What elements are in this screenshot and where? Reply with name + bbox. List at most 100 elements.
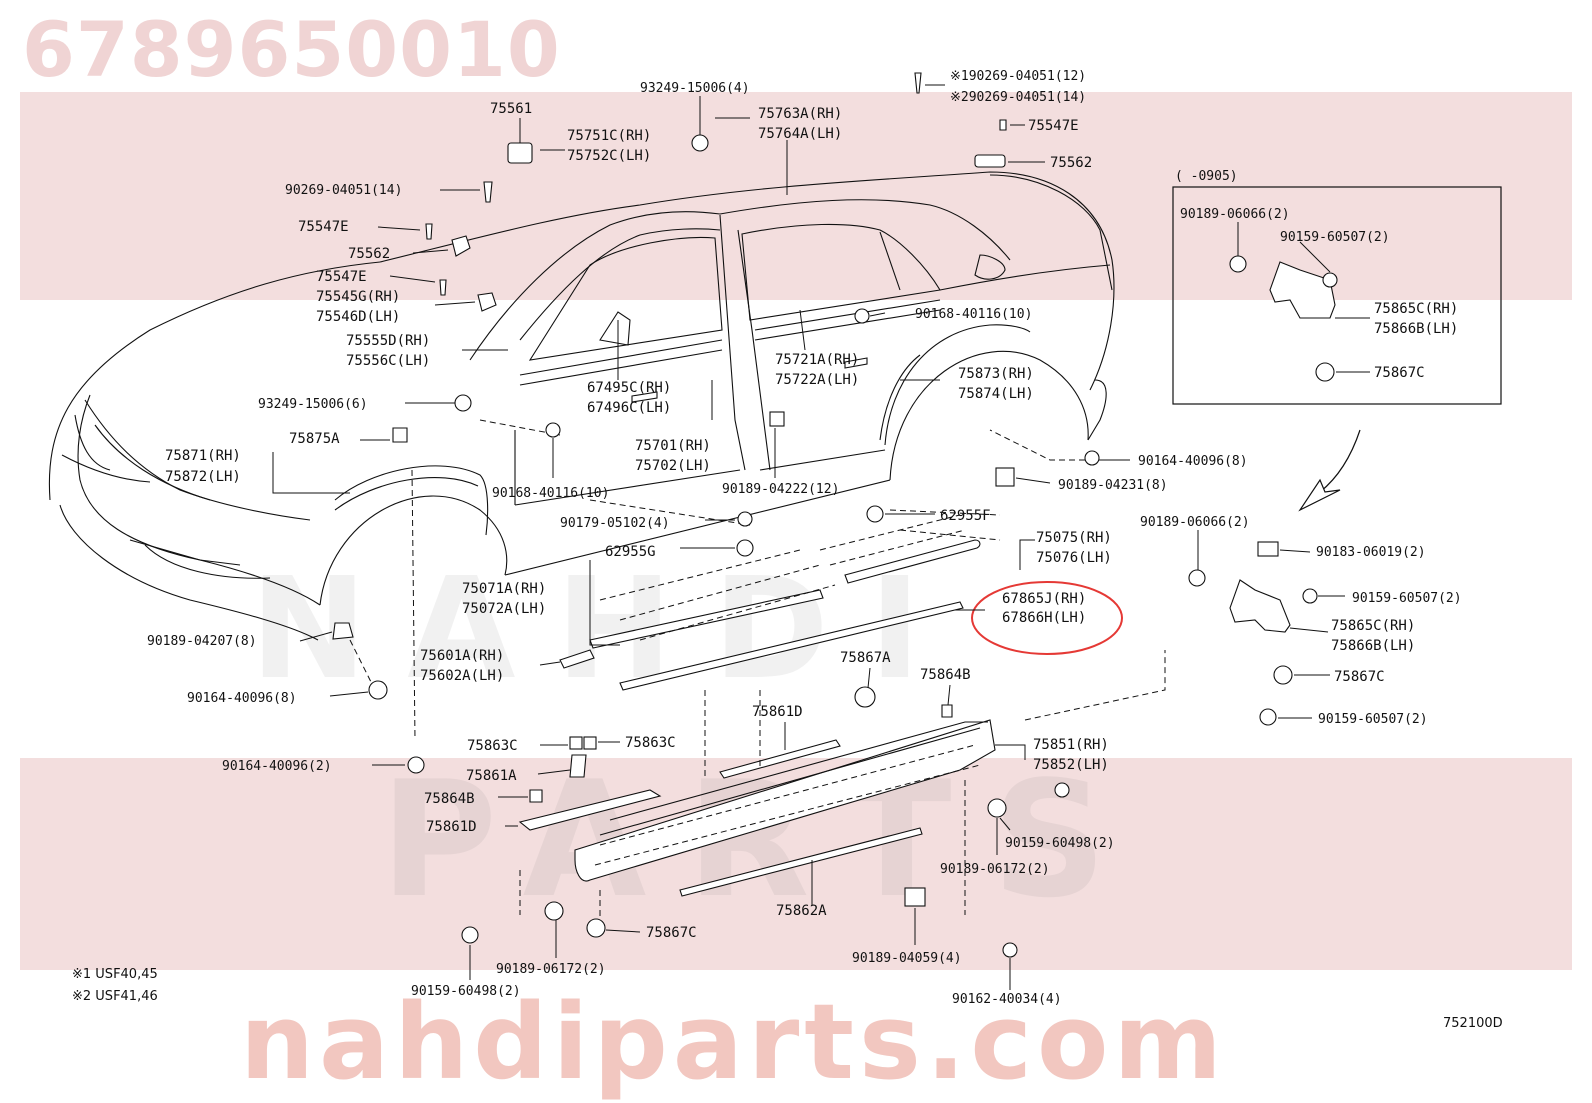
- label-62955f: 62955F: [940, 508, 991, 524]
- watermark-word-parts: PARTS: [380, 746, 1147, 933]
- label-75752c: 75752C(LH): [567, 148, 651, 164]
- note-1: ※1 USF40,45: [72, 967, 158, 982]
- arrow-head: [1298, 478, 1341, 512]
- label-75875a: 75875A: [289, 431, 340, 447]
- label-90164-40096-2: 90164-40096(2): [222, 759, 332, 774]
- label-75547e-b: 75547E: [316, 269, 367, 285]
- label-75075: 75075(RH): [1036, 530, 1112, 546]
- label-90269-note1: ※190269-04051(12): [950, 69, 1086, 84]
- label-75555d: 75555D(RH): [346, 333, 430, 349]
- label-75873: 75873(RH): [958, 366, 1034, 382]
- label-75861a: 75861A: [466, 768, 517, 784]
- label-75702: 75702(LH): [635, 458, 711, 474]
- label-75546d: 75546D(LH): [316, 309, 400, 325]
- label-75071a: 75071A(RH): [462, 581, 546, 597]
- leader-lines: [272, 84, 1370, 990]
- label-75545g: 75545G(RH): [316, 289, 400, 305]
- car-outline: [48, 171, 1115, 641]
- inset-label-75866b: 75866B(LH): [1374, 321, 1458, 337]
- label-90164-40096-8-a: 90164-40096(8): [1138, 454, 1248, 469]
- label-75602a: 75602A(LH): [420, 668, 504, 684]
- label-75072a: 75072A(LH): [462, 601, 546, 617]
- label-62955g: 62955G: [605, 544, 656, 560]
- label-90189-04207-8: 90189-04207(8): [147, 634, 257, 649]
- label-90162-40034-4: 90162-40034(4): [952, 992, 1062, 1007]
- label-90168-40116-10-b: 90168-40116(10): [492, 486, 609, 501]
- label-90179-05102-4: 90179-05102(4): [560, 516, 670, 531]
- label-75865c-right: 75865C(RH): [1331, 618, 1415, 634]
- inset-label-90159-60507: 90159-60507(2): [1280, 230, 1390, 245]
- label-75863c-b: 75863C: [625, 735, 676, 751]
- label-75701: 75701(RH): [635, 438, 711, 454]
- label-90159-60507-a: 90159-60507(2): [1352, 591, 1462, 606]
- label-75864b-right: 75864B: [920, 667, 971, 683]
- part-labels: 75561 93249-15006(4) 75751C(RH) 75752C(L…: [72, 69, 1503, 1031]
- label-90189-06066-right: 90189-06066(2): [1140, 515, 1250, 530]
- label-75561: 75561: [490, 101, 532, 117]
- label-75547e-a: 75547E: [298, 219, 349, 235]
- label-67866h: 67866H(LH): [1002, 610, 1086, 626]
- watermark-band-top: [20, 92, 1572, 300]
- label-90164-40096-8-b: 90164-40096(8): [187, 691, 297, 706]
- inset-label-90189-06066: 90189-06066(2): [1180, 207, 1290, 222]
- label-90189-04231-8: 90189-04231(8): [1058, 478, 1168, 493]
- label-90189-04059-4: 90189-04059(4): [852, 951, 962, 966]
- label-90269-note2: ※290269-04051(14): [950, 90, 1086, 105]
- label-75874: 75874(LH): [958, 386, 1034, 402]
- label-93249-15006-4: 93249-15006(4): [640, 81, 750, 96]
- side-moldings: [518, 539, 996, 897]
- label-75721a: 75721A(RH): [775, 352, 859, 368]
- highlight-ellipse: [971, 581, 1123, 655]
- watermark-word-nahdi: NAHDI: [250, 548, 961, 711]
- label-75076: 75076(LH): [1036, 550, 1112, 566]
- label-90159-60507-b: 90159-60507(2): [1318, 712, 1428, 727]
- label-75722a: 75722A(LH): [775, 372, 859, 388]
- label-75764a: 75764A(LH): [758, 126, 842, 142]
- label-75852: 75852(LH): [1033, 757, 1109, 773]
- label-67496c: 67496C(LH): [587, 400, 671, 416]
- inset-frame: [1172, 186, 1502, 405]
- label-75547e-right: 75547E: [1028, 118, 1079, 134]
- assembly-dash-lines: [349, 419, 1166, 920]
- label-75861d-top: 75861D: [752, 704, 803, 720]
- label-90269-04051-14: 90269-04051(14): [285, 183, 402, 198]
- inset-label-75867c: 75867C: [1374, 365, 1425, 381]
- label-75863c-a: 75863C: [467, 738, 518, 754]
- label-67865j: 67865J(RH): [1002, 591, 1086, 607]
- label-90189-06172-2-a: 90189-06172(2): [940, 862, 1050, 877]
- page-title: 6789650010: [22, 5, 561, 94]
- label-75862a: 75862A: [776, 903, 827, 919]
- label-90183-06019: 90183-06019(2): [1316, 545, 1426, 560]
- label-75872: 75872(LH): [165, 469, 241, 485]
- label-75851: 75851(RH): [1033, 737, 1109, 753]
- label-75601a: 75601A(RH): [420, 648, 504, 664]
- label-75556c: 75556C(LH): [346, 353, 430, 369]
- label-75562-right: 75562: [1050, 155, 1092, 171]
- label-75861d-bottom: 75861D: [426, 819, 477, 835]
- fasteners: [332, 72, 1338, 958]
- label-67495c: 67495C(RH): [587, 380, 671, 396]
- diagram-code: 752100D: [1443, 1016, 1503, 1031]
- inset-label-75865c: 75865C(RH): [1374, 301, 1458, 317]
- label-75867c-bottom: 75867C: [646, 925, 697, 941]
- watermark-site: nahdiparts.com: [240, 981, 1227, 1103]
- label-90189-06172-2-b: 90189-06172(2): [496, 962, 606, 977]
- inset-bracket: [1269, 261, 1336, 319]
- label-90159-60498-2-b: 90159-60498(2): [411, 984, 521, 999]
- label-75867c-right: 75867C: [1334, 669, 1385, 685]
- label-90168-40116-10-a: 90168-40116(10): [915, 307, 1032, 322]
- label-75866b-right: 75866B(LH): [1331, 638, 1415, 654]
- label-75562-a: 75562: [348, 246, 390, 262]
- label-75763a: 75763A(RH): [758, 106, 842, 122]
- note-2: ※2 USF41,46: [72, 989, 158, 1004]
- label-90159-60498-2-a: 90159-60498(2): [1005, 836, 1115, 851]
- direction-arrow: [1319, 429, 1361, 493]
- label-75864b-left: 75864B: [424, 791, 475, 807]
- label-90189-04222-12: 90189-04222(12): [722, 482, 839, 497]
- right-bracket: [1229, 579, 1291, 633]
- inset-date-range: ( -0905): [1175, 169, 1238, 184]
- label-75867a: 75867A: [840, 650, 891, 666]
- label-75871: 75871(RH): [165, 448, 241, 464]
